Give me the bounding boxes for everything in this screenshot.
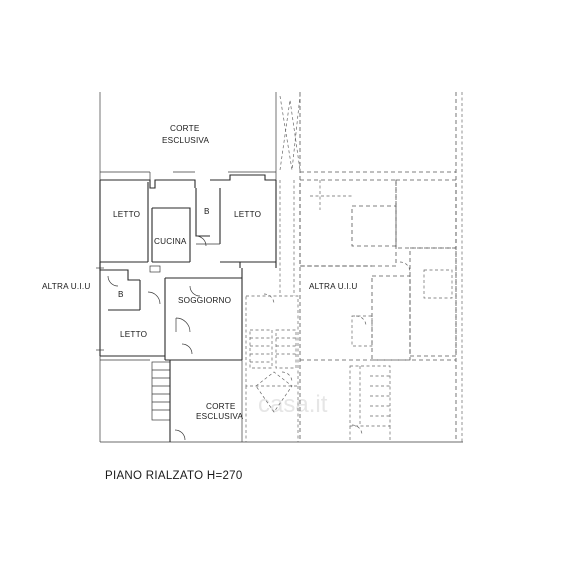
label-bagno-1: B <box>204 207 210 216</box>
left-unit-walls <box>96 174 277 442</box>
label-letto-1: LETTO <box>113 210 140 219</box>
label-cucina: CUCINA <box>154 237 187 246</box>
plan-caption: PIANO RIALZATO H=270 <box>105 470 243 482</box>
label-letto-3: LETTO <box>120 330 147 339</box>
label-corte-top-1: CORTE <box>170 124 200 133</box>
boundary-lines <box>99 92 463 443</box>
label-bagno-2: B <box>118 290 124 299</box>
label-soggiorno: SOGGIORNO <box>178 296 231 305</box>
room-labels: CORTE ESCLUSIVA LETTO B LETTO CUCINA ALT… <box>42 124 357 421</box>
right-unit <box>299 179 457 442</box>
stair-core <box>245 180 299 442</box>
label-altra-uiu-left: ALTRA U.I.U <box>42 282 90 291</box>
label-letto-2: LETTO <box>234 210 261 219</box>
label-corte-bottom-1: CORTE <box>206 402 236 411</box>
label-corte-bottom-2: ESCLUSIVA <box>196 412 243 421</box>
label-corte-top-2: ESCLUSIVA <box>162 136 209 145</box>
label-altra-uiu-right: ALTRA U.I.U <box>309 282 357 291</box>
watermark: casa.it <box>258 391 328 418</box>
